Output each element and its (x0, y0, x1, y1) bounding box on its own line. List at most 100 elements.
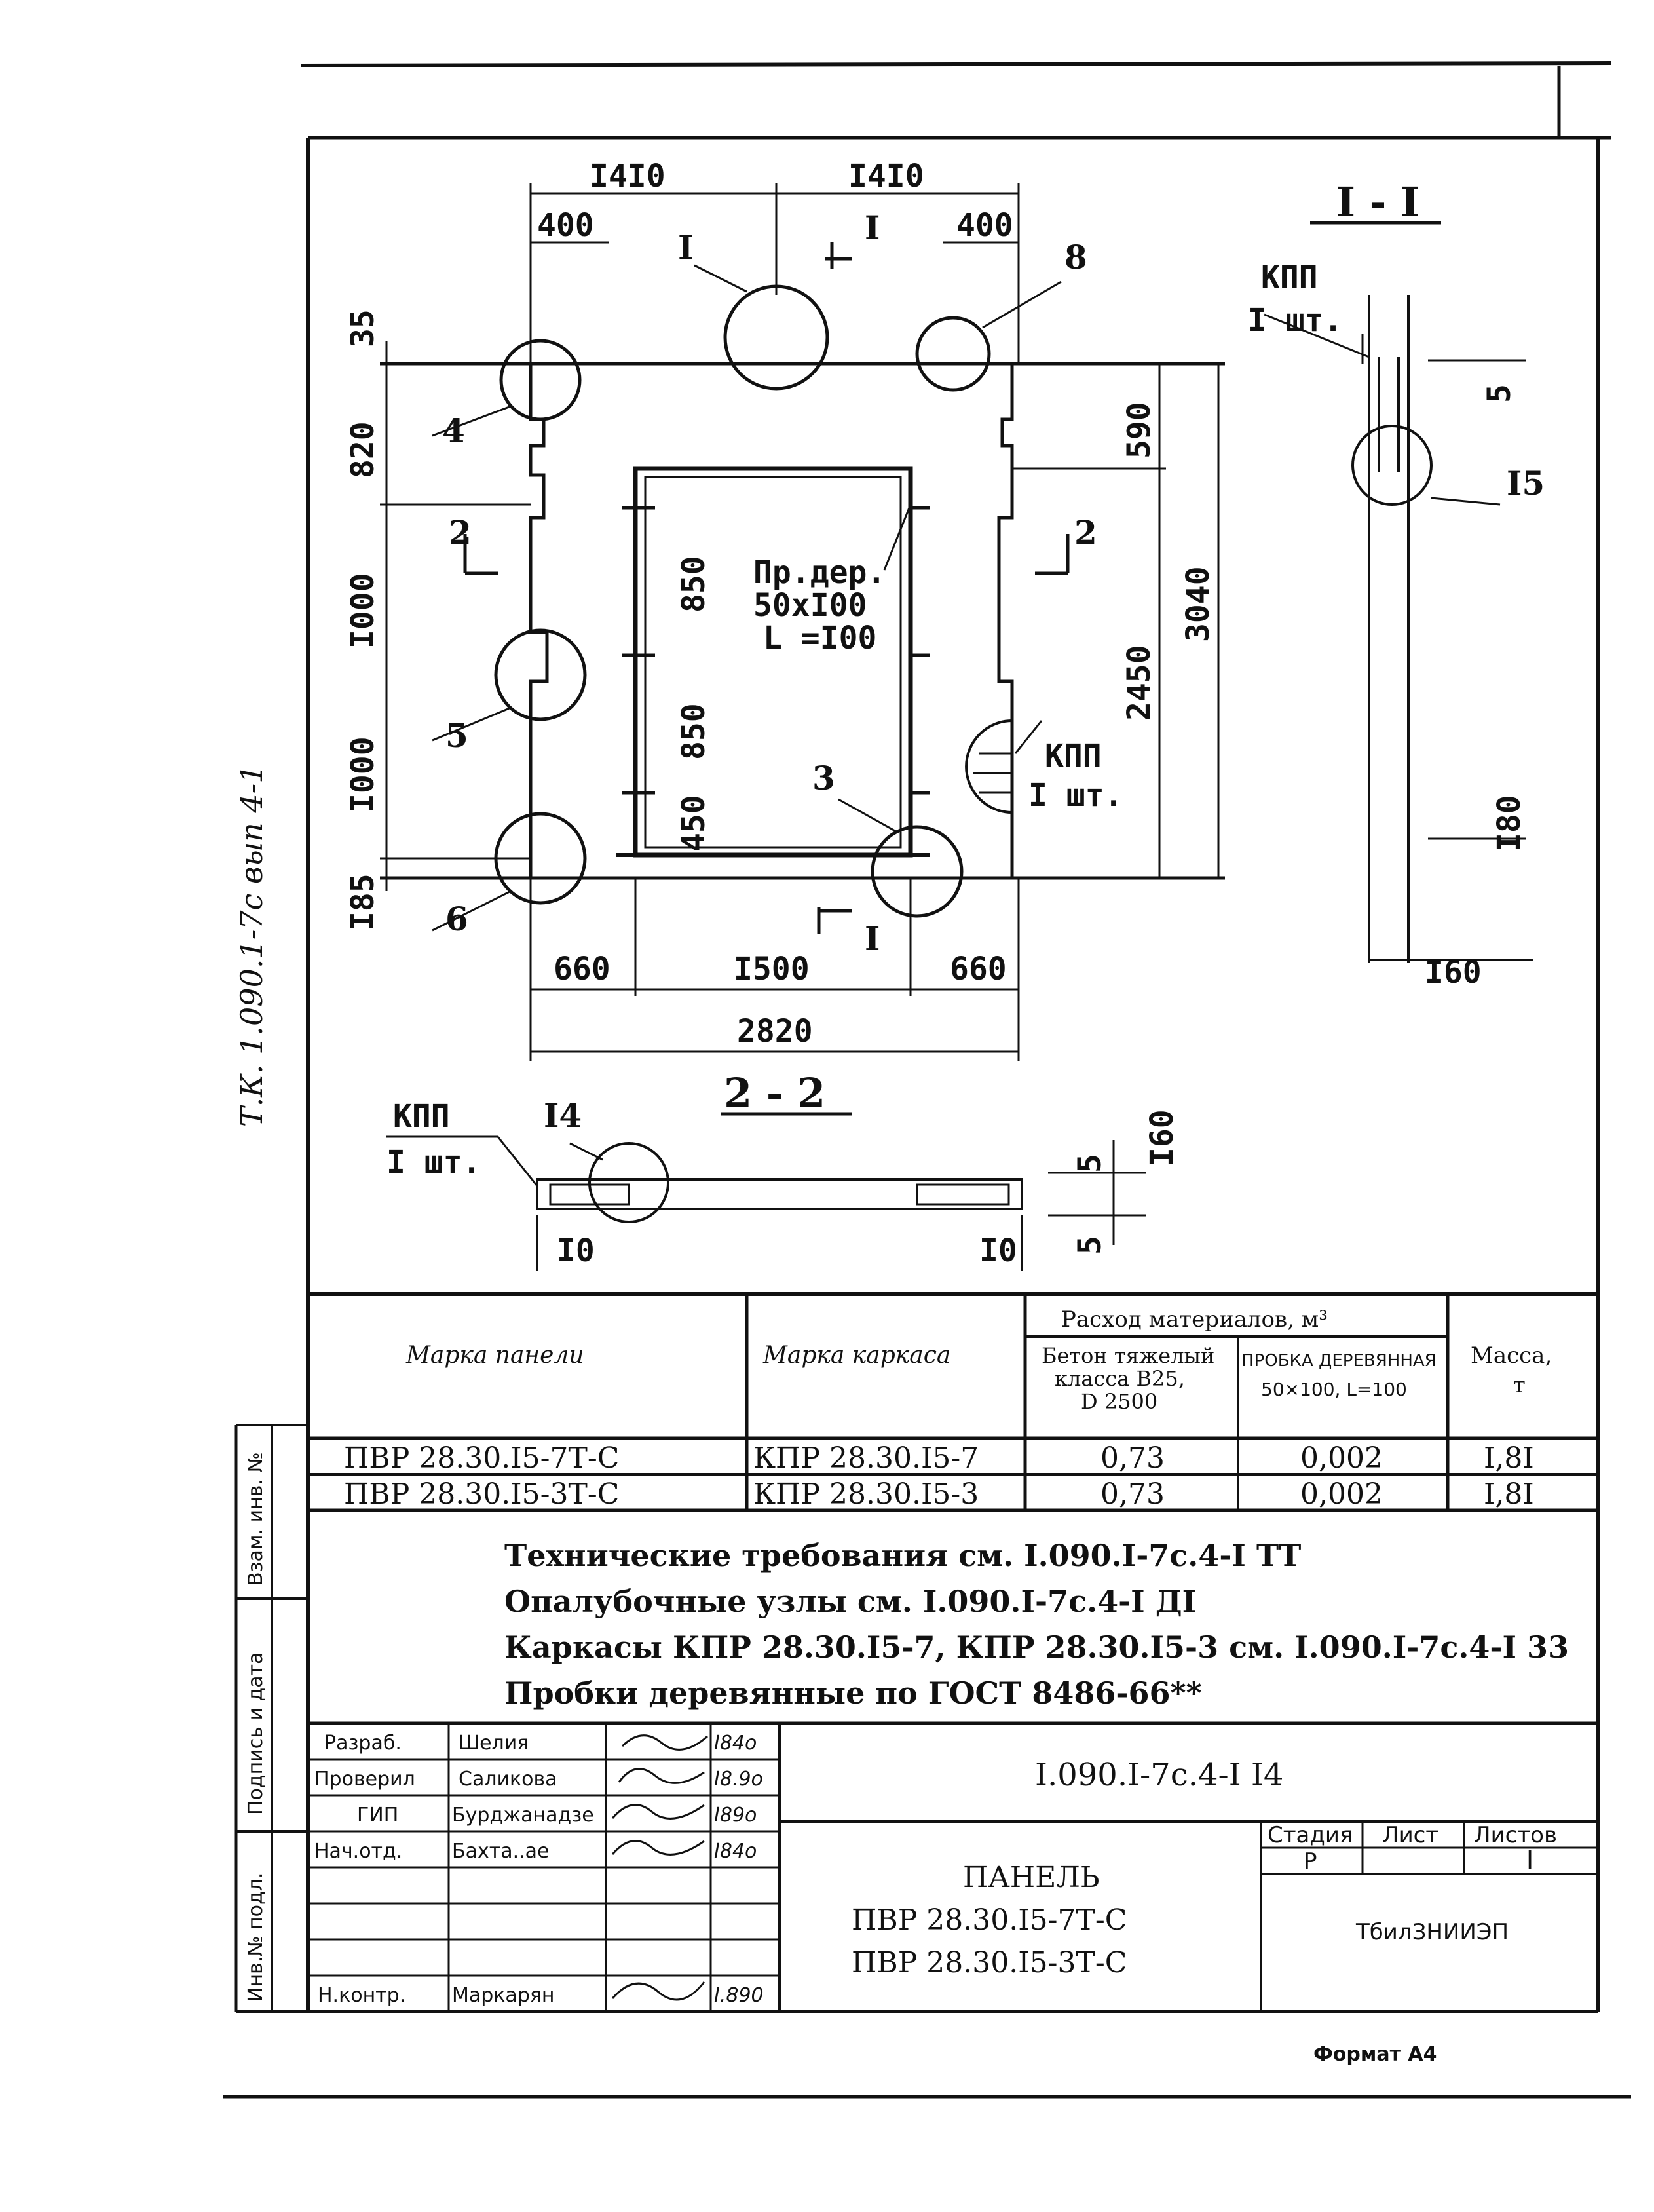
sig-date-7: I.890 (714, 1984, 764, 2007)
section-texts: I - I КПП I шт. 5 I80 I60 2 - 2 КПП I шт… (234, 178, 1528, 1269)
callout-5: 5 (445, 716, 468, 755)
dimension-texts: I4I0 I4I0 400 400 35 820 I000 I000 I85 5… (345, 158, 1216, 1050)
dim-offset-right: 400 (956, 207, 1013, 244)
header-materials: Расход материалов, м³ (1061, 1306, 1328, 1333)
title-block-grid (234, 1424, 1598, 2012)
sheets-value: I (1526, 1846, 1533, 1875)
node-8-circle (915, 316, 991, 392)
header-plug-2: 50×100, L=100 (1261, 1379, 1407, 1400)
organization: ТбилЗНИИЭП (1355, 1919, 1509, 1945)
dim-1000a: I000 (345, 573, 381, 649)
dim-185: I85 (345, 873, 381, 930)
section-mark-1-bottom: I (865, 919, 880, 958)
dim-3040: 3040 (1180, 566, 1216, 642)
side-inv-orig: Инв.№ подл. (244, 1873, 267, 2002)
dim-2820: 2820 (737, 1013, 813, 1050)
dim-2450: 2450 (1121, 645, 1157, 721)
row-1-panel: ПВР 28.30.I5-7Т-С (344, 1441, 619, 1475)
section-mark-2-left: 2 (449, 513, 472, 552)
dim-820: 820 (345, 421, 381, 478)
header-mass-2: т (1513, 1372, 1526, 1398)
section-1-1-kpp: КПП (1261, 259, 1318, 296)
sig-name-2: Саликова (459, 1768, 557, 1791)
section-2-2-d160: I60 (1144, 1109, 1180, 1166)
leader-lines (432, 242, 1070, 934)
section-mark-2-right: 2 (1074, 513, 1097, 552)
insert-label-1: Пр.дер. (753, 554, 886, 591)
row-1-frame: КПР 28.30.I5-7 (753, 1441, 979, 1475)
row-2-mass: I,8I (1484, 1478, 1534, 1511)
sig-role-3: ГИП (357, 1804, 398, 1827)
row-2-panel: ПВР 28.30.I5-3Т-С (344, 1478, 619, 1511)
dim-450: 450 (675, 795, 712, 852)
row-2-concrete: 0,73 (1100, 1478, 1165, 1511)
section-1-1-title: I - I (1336, 178, 1419, 226)
sig-date-3: I89о (714, 1804, 757, 1827)
note-4: Пробки деревянные по ГОСТ 8486-66** (504, 1675, 1202, 1711)
row-1-concrete: 0,73 (1100, 1441, 1165, 1475)
header-concrete-2: класса B25, (1055, 1366, 1185, 1391)
callout-texts: I 3 4 5 6 8 I4 I5 I I 2 2 Пр.дер. 50хI00… (442, 208, 1545, 1135)
sig-date-4: I84о (714, 1840, 757, 1863)
item-name: ПАНЕЛЬ (963, 1861, 1100, 1894)
stage-label: Стадия (1268, 1822, 1353, 1848)
header-panel: Марка панели (405, 1342, 584, 1369)
insert-label-2: 50хI00 (753, 587, 867, 624)
node-5-circle (494, 628, 587, 721)
frame-lines (223, 61, 1631, 2099)
section-2-2-d10a: I0 (557, 1232, 595, 1269)
sig-role-1: Разраб. (324, 1732, 402, 1755)
header-frame: Марка каркаса (762, 1342, 950, 1369)
dim-offset-left: 400 (537, 207, 594, 244)
section-1-1-d5: 5 (1481, 384, 1518, 403)
note-2: Опалубочные узлы см. I.090.I-7с.4-I ДI (504, 1584, 1196, 1619)
side-sign-date: Подпись и дата (244, 1652, 267, 1816)
spec-table-grid (306, 1292, 1598, 2012)
section-1-1-d180: I80 (1491, 795, 1528, 852)
row-1-mass: I,8I (1484, 1441, 1534, 1475)
dim-850a: 850 (675, 556, 712, 613)
sig-name-4: Бахта..ае (452, 1840, 550, 1863)
header-mass-1: Масса, (1471, 1343, 1552, 1369)
dim-top-right: I4I0 (848, 158, 924, 195)
section-2-2 (386, 1112, 1146, 1271)
callout-3: 3 (812, 759, 835, 797)
dim-1500: I500 (734, 951, 810, 987)
note-1: Технические требования см. I.090.I-7с.4-… (504, 1538, 1301, 1573)
node-3-circle (871, 825, 964, 918)
side-replace-inv: Взам. инв. № (244, 1452, 267, 1586)
note-3: Каркасы КПР 28.30.I5-7, КПР 28.30.I5-3 с… (504, 1630, 1569, 1665)
format-label: Формат А4 (1313, 2043, 1437, 2066)
title-block-texts: Разраб. Шелия I84о Проверил Саликова I8.… (244, 1452, 1557, 2066)
dim-660a: 660 (554, 951, 611, 987)
row-2-frame: КПР 28.30.I5-3 (753, 1478, 979, 1511)
stage-value: Р (1304, 1848, 1317, 1875)
section-2-2-d5b: 5 (1072, 1236, 1108, 1255)
margin-note: Т.К. 1.090.1-7с вып 4-1 (234, 765, 269, 1127)
dimension-lines (380, 183, 1220, 1061)
doc-code: I.090.I-7с.4-I I4 (1035, 1757, 1283, 1793)
callout-14: I4 (544, 1096, 582, 1135)
callout-15: I5 (1507, 464, 1545, 503)
section-mark-1-top: I (865, 208, 880, 247)
section-2-2-title: 2 - 2 (724, 1069, 825, 1117)
sig-date-2: I8.9о (714, 1768, 763, 1791)
sig-role-4: Нач.отд. (314, 1840, 402, 1863)
node-4-circle (499, 339, 582, 421)
sig-role-7: Н.контр. (318, 1984, 405, 2007)
header-concrete-3: D 2500 (1081, 1389, 1157, 1414)
sig-date-1: I84о (714, 1732, 757, 1755)
sheets-label: Листов (1474, 1822, 1557, 1848)
spec-table-texts: Марка панели Марка каркаса Расход матери… (344, 1306, 1552, 1511)
item-mark-1: ПВР 28.30.I5-7Т-С (852, 1903, 1127, 1937)
section-2-2-d10b: I0 (979, 1232, 1017, 1269)
sig-role-2: Проверил (314, 1768, 415, 1791)
callout-1: I (678, 228, 693, 267)
sig-name-7: Маркарян (452, 1984, 555, 2007)
callout-4: 4 (442, 411, 465, 450)
sheet-label: Лист (1382, 1822, 1438, 1848)
dim-top-left: I4I0 (590, 158, 666, 195)
item-mark-2: ПВР 28.30.I5-3Т-С (852, 1946, 1127, 1979)
dim-35: 35 (345, 309, 381, 347)
